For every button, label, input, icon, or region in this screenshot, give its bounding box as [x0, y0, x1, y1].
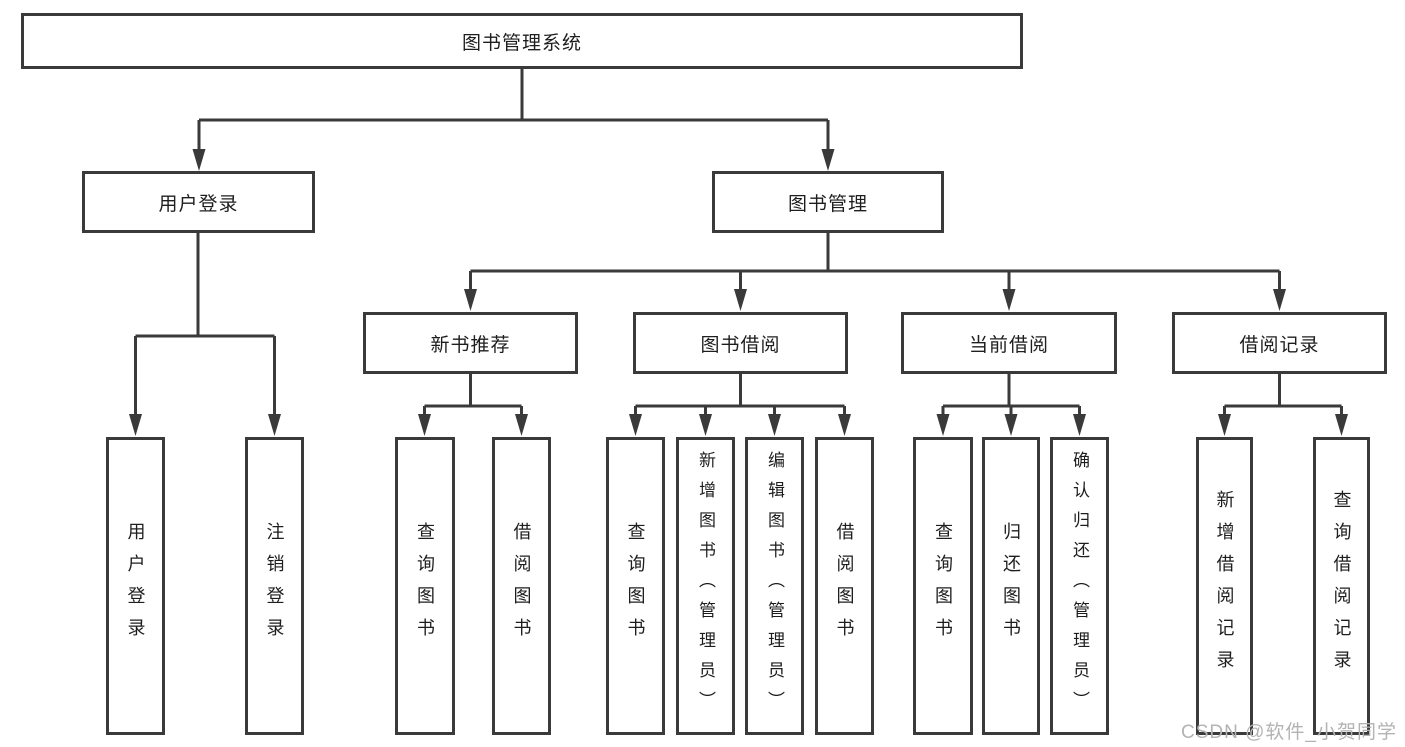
leaf-borrow-book-1: 借阅图书 — [492, 437, 551, 735]
edge-book-mgmt-children — [469, 233, 1281, 291]
edge-root-to-level2 — [197, 69, 830, 152]
arrow-down-icon — [821, 149, 835, 171]
node-label: 注销登录 — [264, 522, 285, 650]
arrow-down-icon — [1335, 414, 1348, 436]
node-borrow-record: 借阅记录 — [1172, 312, 1387, 374]
leaf-query-borrow-record: 查询借阅记录 — [1313, 437, 1370, 735]
edge-borrow-children — [634, 374, 846, 416]
leaf-logout: 注销登录 — [245, 437, 304, 735]
arrow-down-icon — [1273, 289, 1286, 311]
node-book-management-branch: 图书管理 — [712, 171, 944, 233]
node-label: 查询图书 — [415, 522, 435, 650]
node-label: 查询图书 — [933, 522, 953, 650]
arrow-down-icon — [1218, 414, 1231, 436]
leaf-user-login: 用户登录 — [106, 437, 165, 735]
arrow-down-icon — [629, 414, 642, 436]
node-label: 用户登录 — [125, 522, 146, 650]
arrow-down-icon — [1004, 414, 1018, 436]
node-label: 归还图书 — [1001, 522, 1021, 650]
leaf-return-book: 归还图书 — [982, 437, 1040, 735]
edge-user-login-children — [134, 233, 276, 416]
arrow-down-icon — [268, 414, 281, 436]
arrow-down-icon — [768, 414, 781, 436]
arrow-down-icon — [699, 414, 712, 436]
node-label: 图书管理系统 — [461, 32, 582, 54]
leaf-edit-book-admin: 编辑图书（管理员） — [745, 437, 804, 735]
node-label: 用户登录 — [158, 193, 239, 215]
node-new-book-recommend: 新书推荐 — [363, 312, 578, 374]
node-root-system: 图书管理系统 — [21, 13, 1023, 69]
arrow-down-icon — [936, 414, 950, 436]
node-label: 查询图书 — [625, 522, 646, 650]
leaf-query-book-2: 查询图书 — [606, 437, 665, 735]
node-current-borrow: 当前借阅 — [901, 312, 1117, 374]
node-label: 借阅图书 — [511, 522, 532, 650]
arrow-down-icon — [129, 414, 142, 436]
leaf-add-borrow-record: 新增借阅记录 — [1196, 437, 1253, 735]
node-label: 查询借阅记录 — [1331, 490, 1352, 682]
edge-record-children — [1223, 374, 1343, 416]
node-label: 确认归还（管理员） — [1070, 451, 1089, 721]
arrow-down-icon — [838, 414, 851, 436]
leaf-query-book-3: 查询图书 — [913, 437, 973, 735]
node-book-borrow: 图书借阅 — [633, 312, 848, 374]
arrow-down-icon — [1073, 414, 1086, 436]
leaf-borrow-book-2: 借阅图书 — [815, 437, 874, 735]
leaf-confirm-return-admin: 确认归还（管理员） — [1050, 437, 1109, 735]
arrow-down-icon — [464, 289, 477, 311]
arrow-down-icon — [734, 289, 747, 311]
arrow-down-icon — [418, 414, 431, 436]
arrowheads — [129, 149, 1348, 436]
node-label: 借阅图书 — [834, 522, 855, 650]
node-label: 新增图书（管理员） — [696, 451, 715, 721]
edge-new-book-children — [423, 374, 523, 416]
node-label: 借阅记录 — [1239, 334, 1320, 356]
arrow-down-icon — [1002, 289, 1016, 311]
node-label: 图书借阅 — [700, 334, 781, 356]
connector-paths — [134, 69, 1343, 416]
leaf-query-book-1: 查询图书 — [395, 437, 455, 735]
arrow-down-icon — [192, 149, 206, 171]
arrow-down-icon — [515, 414, 528, 436]
node-user-login-branch: 用户登录 — [82, 171, 315, 233]
watermark: CSDN @软件_小贺同学 — [1181, 722, 1397, 743]
node-label: 图书管理 — [787, 193, 868, 215]
node-label: 新增借阅记录 — [1214, 490, 1235, 682]
leaf-add-book-admin: 新增图书（管理员） — [676, 437, 735, 735]
node-label: 当前借阅 — [968, 334, 1049, 356]
node-label: 新书推荐 — [430, 334, 511, 356]
node-label: 编辑图书（管理员） — [765, 451, 784, 721]
edge-current-children — [941, 374, 1081, 416]
